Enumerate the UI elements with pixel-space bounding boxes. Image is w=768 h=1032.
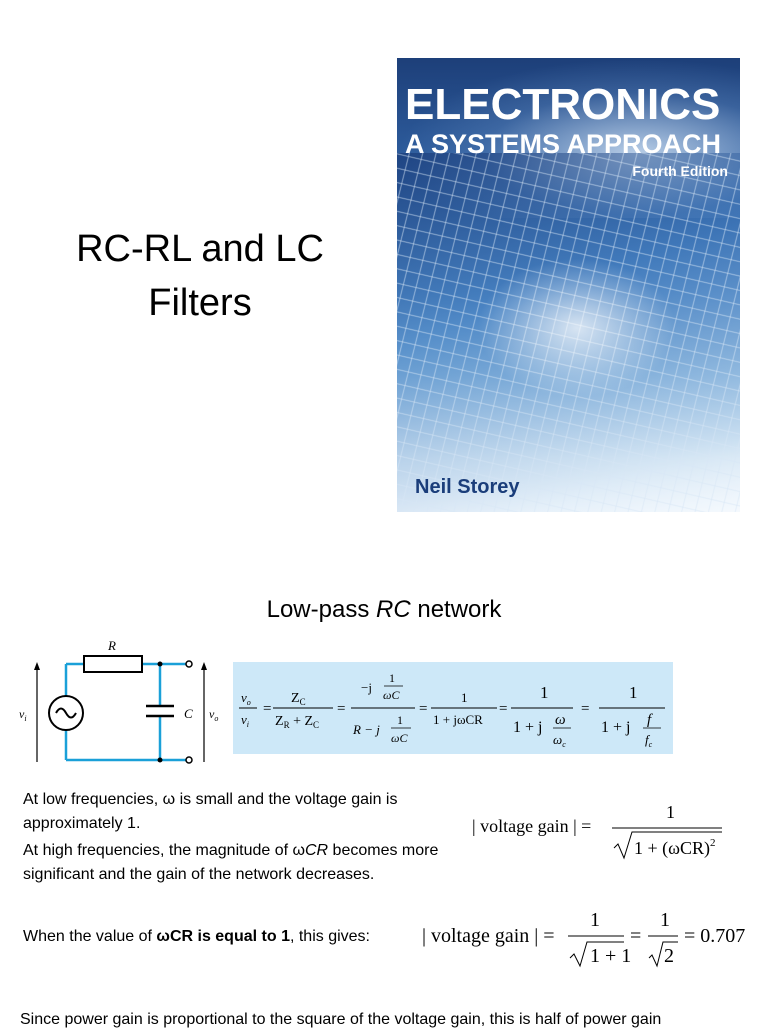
book-author: Neil Storey — [415, 476, 520, 498]
heading-pre: Low-pass — [266, 596, 376, 623]
voltage-gain-result-equation: | voltage gain | = 1 1 + 1 = 1 2 = 0.707 — [422, 909, 745, 968]
svg-text:=: = — [499, 701, 507, 717]
svg-text:1 + (ωCR)2: 1 + (ωCR)2 — [634, 837, 716, 859]
svg-text:ZR + ZC: ZR + ZC — [275, 714, 319, 730]
transfer-function-box: vo vi = ZC ZR + ZC = −j 1 ωC R − j 1 ωC … — [233, 662, 673, 754]
svg-text:1: 1 — [389, 671, 395, 685]
section-heading: Low-pass RC network — [0, 596, 768, 624]
svg-text:vi: vi — [241, 712, 249, 729]
svg-text:ωC: ωC — [383, 688, 400, 702]
capacitor-label: C — [184, 706, 193, 721]
slide-title-line2: Filters — [148, 282, 252, 324]
paragraph-high-frequency: At high frequencies, the magnitude of ωC… — [23, 842, 439, 883]
vo-label: vo — [209, 707, 218, 723]
svg-text:ZC: ZC — [291, 691, 306, 707]
resistor-label: R — [107, 638, 116, 653]
transfer-function-formula: vo vi = ZC ZR + ZC = −j 1 ωC R − j 1 ωC … — [239, 671, 665, 749]
paragraph-wcr-equal-one: When the value of ωCR is equal to 1, thi… — [23, 928, 370, 945]
svg-text:=: = — [337, 701, 345, 717]
svg-text:fc: fc — [645, 732, 653, 749]
svg-text:=: = — [419, 701, 427, 717]
svg-text:R − j: R − j — [352, 722, 380, 737]
svg-text:| voltage gain | =: | voltage gain | = — [422, 925, 555, 947]
cover-cloud-reflection — [477, 258, 677, 398]
svg-text:1: 1 — [397, 713, 403, 727]
svg-text:vo: vo — [241, 690, 251, 707]
svg-text:1: 1 — [540, 683, 549, 702]
svg-text:ωc: ωc — [553, 732, 566, 749]
svg-text:=: = — [263, 701, 271, 717]
paragraph-power-gain: Since power gain is proportional to the … — [20, 1011, 662, 1028]
svg-text:ω: ω — [555, 712, 566, 728]
svg-text:1 + jωCR: 1 + jωCR — [433, 712, 483, 727]
svg-text:1 + j: 1 + j — [601, 719, 630, 736]
heading-post: network — [410, 596, 502, 623]
rc-circuit-diagram: R C vi vo — [19, 638, 218, 764]
slide-title-line1: RC-RL and LC — [76, 228, 324, 270]
book-cover: ELECTRONICS A SYSTEMS APPROACH Fourth Ed… — [397, 58, 740, 512]
svg-text:= 0.707: = 0.707 — [684, 925, 745, 947]
svg-text:1: 1 — [666, 802, 675, 822]
svg-text:=: = — [581, 701, 589, 717]
svg-text:1: 1 — [660, 909, 670, 931]
svg-text:ωC: ωC — [391, 731, 408, 745]
svg-text:| voltage gain | =: | voltage gain | = — [472, 816, 591, 836]
vi-label: vi — [19, 707, 27, 723]
slide-title: RC-RL and LC Filters — [40, 222, 360, 330]
svg-text:f: f — [647, 712, 653, 728]
heading-em: RC — [376, 596, 411, 623]
resistor-icon — [83, 655, 143, 673]
svg-text:1: 1 — [629, 683, 638, 702]
svg-text:1 + j: 1 + j — [513, 719, 542, 736]
svg-text:−j: −j — [361, 680, 372, 695]
voltage-gain-equation: | voltage gain | = 1 1 + (ωCR)2 — [472, 802, 722, 860]
svg-text:1 + 1: 1 + 1 — [590, 945, 631, 967]
paragraph-low-frequency: At low frequencies, ω is small and the v… — [23, 791, 398, 832]
book-edition: Fourth Edition — [632, 163, 728, 179]
svg-text:=: = — [630, 925, 641, 947]
svg-text:2: 2 — [664, 945, 674, 967]
svg-text:1: 1 — [461, 690, 468, 705]
svg-text:1: 1 — [590, 909, 600, 931]
book-title-line1: ELECTRONICS — [405, 80, 721, 129]
book-title-line2: A SYSTEMS APPROACH — [405, 129, 722, 159]
